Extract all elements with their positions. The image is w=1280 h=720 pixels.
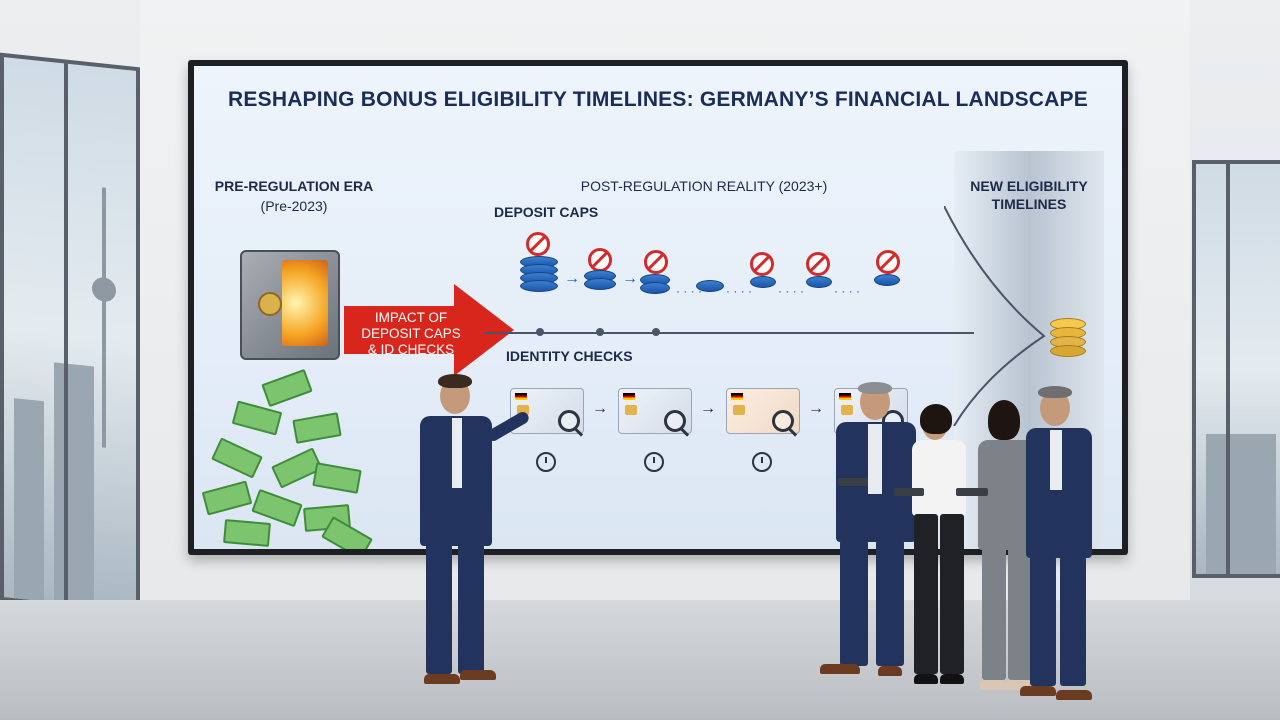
coin-stack-icon xyxy=(874,274,900,286)
attendee-woman-1 xyxy=(894,404,980,684)
attendee-man-tablet xyxy=(820,382,930,682)
funnel-shape xyxy=(944,206,1046,426)
no-entry-icon xyxy=(526,232,550,256)
identity-checks-label: IDENTITY CHECKS xyxy=(506,348,633,364)
magnifier-icon xyxy=(772,410,794,432)
cash-icon xyxy=(194,366,374,549)
window-mullion xyxy=(64,63,68,604)
infographic-panel: RESHAPING BONUS ELIGIBILITY TIMELINES: G… xyxy=(194,66,1122,549)
new-timelines-line2: TIMELINES xyxy=(991,196,1067,212)
no-entry-icon xyxy=(876,250,900,274)
vault-icon xyxy=(240,250,340,360)
no-entry-icon xyxy=(750,252,774,276)
magnifier-icon xyxy=(558,410,580,432)
arrow-text-line1: IMPACT OF xyxy=(374,310,448,325)
tablet-icon xyxy=(956,488,988,496)
arrow-text-line3: & ID CHECKS xyxy=(367,342,455,357)
left-window xyxy=(0,52,140,616)
pre-regulation-heading: PRE-REGULATION ERA xyxy=(214,178,374,194)
building-silhouette xyxy=(1206,434,1276,574)
coin-stack-icon xyxy=(640,282,670,294)
vault-glow xyxy=(282,260,328,346)
magnifier-icon xyxy=(664,410,686,432)
tv-tower-sphere xyxy=(92,276,116,303)
no-entry-icon xyxy=(806,252,830,276)
coin-stack-icon xyxy=(750,276,776,288)
right-window xyxy=(1192,160,1280,578)
coin-stack-icon xyxy=(520,280,558,292)
building-silhouette xyxy=(54,362,94,607)
infographic-title: RESHAPING BONUS ELIGIBILITY TIMELINES: G… xyxy=(228,88,1088,111)
attendee-man-right xyxy=(1020,386,1100,706)
no-entry-icon xyxy=(588,248,612,272)
arrow-text-line2: DEPOSIT CAPS xyxy=(361,326,461,341)
deposit-caps-label: DEPOSIT CAPS xyxy=(494,204,599,220)
building-silhouette xyxy=(14,398,44,602)
tablet-icon xyxy=(838,478,868,486)
clock-icon xyxy=(644,452,664,472)
impact-arrow xyxy=(344,284,514,376)
presenter xyxy=(410,374,531,694)
gold-coins-icon xyxy=(1050,318,1086,358)
coin-stack-icon xyxy=(584,278,616,290)
clock-icon xyxy=(752,452,772,472)
deposit-caps-row: → → · · · · · · · · · · · · · · · · xyxy=(514,232,934,298)
clock-icon xyxy=(536,452,556,472)
post-regulation-heading: POST-REGULATION REALITY (2023+) xyxy=(580,178,828,194)
coin-stack-icon xyxy=(696,280,724,292)
no-entry-icon xyxy=(644,250,668,274)
tv-tower-icon xyxy=(102,187,106,448)
vault-dial-icon xyxy=(258,292,282,316)
coin-stack-icon xyxy=(806,276,832,288)
new-timelines-line1: NEW ELIGIBILITY xyxy=(970,178,1088,194)
pre-regulation-sub: (Pre-2023) xyxy=(260,198,328,214)
tablet-icon xyxy=(894,488,924,496)
timeline-line xyxy=(484,332,974,334)
window-mullion xyxy=(1226,164,1230,574)
